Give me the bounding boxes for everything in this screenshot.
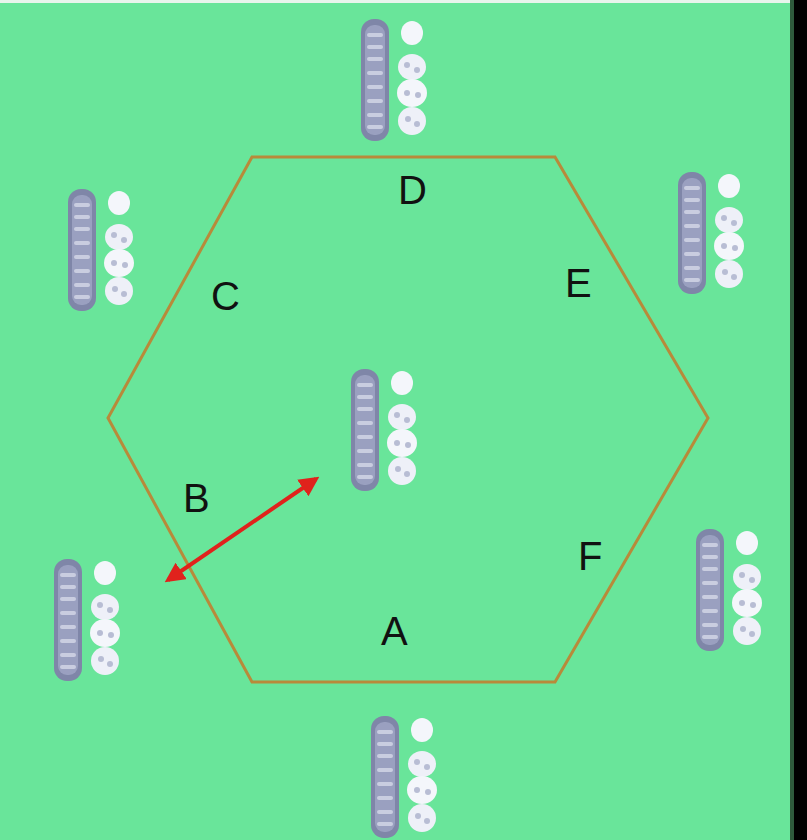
- side-label: F: [578, 536, 602, 576]
- side-label: B: [183, 478, 210, 518]
- hexagon-outline: [108, 157, 708, 682]
- side-label: D: [398, 170, 427, 210]
- chromosome-pair: [371, 716, 437, 838]
- chromosome-pair: [351, 369, 417, 491]
- side-label: A: [381, 611, 408, 651]
- chromosome-pair: [678, 172, 744, 294]
- red-arrow: [168, 479, 316, 580]
- chromosome-pair: [696, 529, 762, 651]
- top-edge: [0, 0, 792, 3]
- side-label: C: [211, 276, 240, 316]
- chromosome-pair: [54, 559, 120, 681]
- chromosome-pair: [361, 19, 427, 141]
- chromosome-pair: [68, 189, 134, 311]
- side-label: E: [565, 263, 592, 303]
- right-edge: [790, 0, 794, 840]
